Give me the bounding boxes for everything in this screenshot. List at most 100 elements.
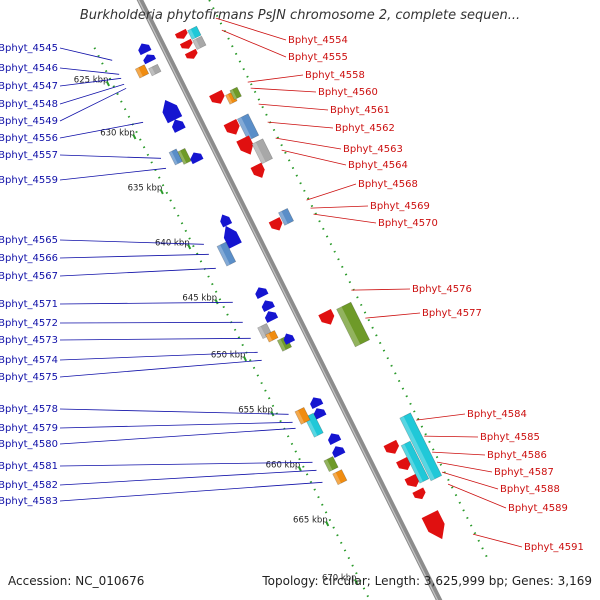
gene-arrow: [171, 119, 186, 133]
gene-block-shine: [229, 89, 237, 100]
tick-mark: [105, 80, 110, 87]
tick-mark: [354, 578, 359, 585]
right-feature-23: [421, 510, 445, 540]
left-feature-4: [162, 99, 183, 124]
right-leader-line: [275, 137, 342, 150]
right-leader-line: [432, 451, 486, 456]
left-gene-label: Bphyt_4573: [0, 335, 58, 346]
gene-block: [229, 86, 242, 101]
gene-arrow: [261, 300, 275, 312]
left-gene-label: Bphyt_4579: [0, 423, 58, 434]
left-leader-line: [59, 421, 293, 429]
gene-block-shine: [237, 117, 252, 141]
tick-mark: [187, 243, 192, 250]
gene-arrow: [162, 99, 183, 124]
left-gene-label: Bphyt_4549: [0, 116, 58, 127]
right-leader-line: [221, 29, 287, 58]
gene-block-shine: [257, 326, 267, 339]
right-gene-label: Bphyt_4576: [412, 284, 472, 295]
left-gene-label: Bphyt_4581: [0, 461, 58, 472]
gene-block: [332, 469, 348, 486]
gene-arrow: [396, 456, 412, 470]
left-feature-25: [323, 456, 339, 473]
gene-block: [399, 412, 443, 482]
gene-block-shine: [252, 142, 266, 164]
left-leader-line: [59, 301, 233, 305]
tick-mark: [132, 133, 137, 140]
gene-block: [187, 25, 202, 40]
gene-arrow: [223, 119, 240, 135]
left-leader-line: [59, 83, 125, 105]
right-leader-line: [258, 103, 329, 111]
gene-arrow: [184, 48, 198, 59]
tick-mark: [297, 465, 302, 472]
left-feature-18: [283, 333, 296, 345]
gene-block: [148, 63, 162, 77]
right-feature-13: [268, 217, 283, 231]
gene-block: [236, 113, 260, 141]
tick-label: 625 kbp: [74, 76, 109, 86]
gene-arrow: [179, 38, 193, 49]
left-gene-label: Bphyt_4556: [0, 133, 58, 144]
right-gene-label: Bphyt_4569: [370, 201, 430, 212]
right-gene-label: Bphyt_4562: [335, 123, 395, 134]
label-leader-lines: [59, 17, 523, 548]
gene-arrow: [404, 473, 421, 487]
gene-block-shine: [277, 339, 286, 352]
tick-label: 655 kbp: [238, 406, 273, 416]
right-feature-9: [236, 113, 260, 141]
left-leader-line: [59, 351, 258, 361]
tick-mark: [214, 298, 219, 305]
gene-block: [336, 301, 371, 348]
tick-mark: [242, 355, 248, 362]
left-feature-20: [313, 408, 327, 420]
gene-block-shine: [225, 94, 233, 105]
right-feature-2: [184, 48, 198, 59]
right-gene-label: Bphyt_4588: [500, 484, 560, 495]
right-feature-0: [174, 28, 188, 39]
gene-block-shine: [169, 151, 178, 165]
map-title: Burkholderia phytofirmans PsJN chromosom…: [79, 8, 521, 23]
right-leader-line: [441, 471, 499, 490]
left-leader-line: [59, 481, 323, 502]
left-feature-13: [261, 300, 275, 312]
gene-arrow: [327, 433, 342, 445]
gene-block: [323, 456, 339, 473]
right-gene-label: Bphyt_4589: [508, 503, 568, 514]
right-feature-4: [192, 35, 207, 50]
gene-arrow: [421, 510, 445, 540]
gene-block-shine: [216, 244, 230, 267]
right-leader-line: [416, 413, 466, 421]
right-leader-line: [306, 183, 357, 201]
gene-block-shine: [265, 333, 273, 343]
right-feature-16: [336, 301, 371, 348]
gene-block-shine: [177, 150, 187, 165]
left-feature-12: [255, 287, 269, 299]
left-feature-1: [143, 54, 156, 65]
left-leader-line: [59, 121, 144, 139]
gene-block: [192, 35, 207, 50]
right-feature-5: [209, 89, 225, 104]
gene-arrow: [143, 54, 156, 65]
tick-label: 630 kbp: [100, 129, 135, 139]
gene-arrow: [220, 214, 233, 228]
left-gene-label: Bphyt_4567: [0, 271, 58, 282]
gene-block-shine: [336, 306, 361, 347]
right-leader-line: [313, 213, 377, 224]
chromosome-backbone: [136, 0, 443, 600]
tick-label: 650 kbp: [211, 351, 246, 361]
right-gene-label: Bphyt_4585: [480, 432, 540, 443]
right-feature-10: [236, 135, 254, 155]
gene-block-shine: [332, 472, 342, 485]
gene-block-shine: [399, 416, 435, 481]
right-gene-label: Bphyt_4584: [467, 409, 527, 420]
gene-arrow: [174, 28, 188, 39]
left-leader-line: [59, 408, 289, 415]
gene-block-shine: [192, 39, 201, 50]
right-feature-11: [251, 138, 273, 165]
gene-arrow: [190, 152, 204, 165]
right-gene-label: Bphyt_4558: [305, 70, 365, 81]
gene-block-shine: [304, 415, 318, 438]
left-gene-label: Bphyt_4565: [0, 235, 58, 246]
left-feature-3: [148, 63, 162, 77]
